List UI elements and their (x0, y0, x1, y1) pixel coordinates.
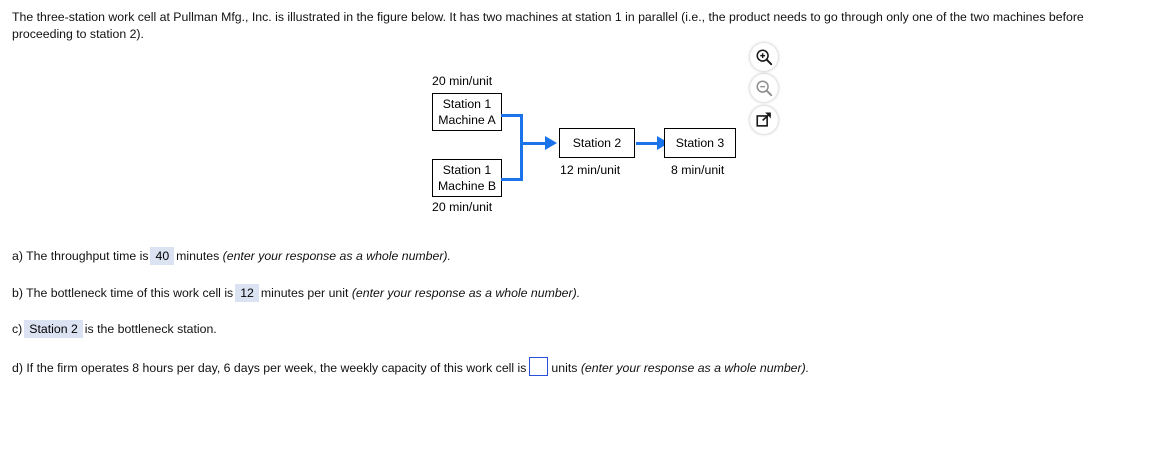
wire-machine-b-stub (501, 178, 523, 181)
station3-time-label: 8 min/unit (671, 163, 725, 177)
answer-a-hint: (enter your response as a whole number). (222, 249, 451, 263)
station1a-box: Station 1 Machine A (432, 93, 502, 131)
station1b-time-label: 20 min/unit (432, 200, 493, 214)
answer-d-hint: (enter your response as a whole number). (580, 361, 810, 375)
station1b-line2: Machine B (437, 179, 497, 193)
answer-d-label: d) If the firm operates 8 hours per day,… (12, 361, 527, 375)
wire-station2-to-station3 (636, 142, 657, 145)
answer-b-after: minutes per unit (260, 286, 349, 300)
answer-d-input[interactable] (529, 357, 549, 376)
arrowhead-to-station2 (545, 136, 557, 150)
zoom-out-icon[interactable] (750, 74, 778, 102)
answer-row-d: d) If the firm operates 8 hours per day,… (12, 357, 809, 377)
answer-c-label: c) (12, 322, 23, 336)
wire-merge-vertical (520, 114, 523, 181)
station1a-line2: Machine A (438, 113, 496, 127)
answer-c-value[interactable]: Station 2 (24, 320, 83, 338)
station1b-box: Station 1 Machine B (432, 159, 502, 197)
problem-statement: The three-station work cell at Pullman M… (12, 10, 1084, 41)
answer-b-value[interactable]: 12 (235, 284, 259, 302)
station2-time-label: 12 min/unit (560, 163, 621, 177)
station1a-line1: Station 1 (442, 97, 492, 111)
answer-row-b: b) The bottleneck time of this work cell… (12, 284, 581, 302)
station1a-time-label: 20 min/unit (432, 74, 493, 88)
station2-box: Station 2 (559, 128, 635, 158)
wire-machine-a-stub (501, 114, 523, 117)
station2-label: Station 2 (572, 136, 622, 150)
answer-a-value[interactable]: 40 (150, 247, 175, 265)
answer-a-label: a) The throughput time is (12, 249, 149, 263)
station3-label: Station 3 (675, 136, 725, 150)
wire-merge-to-station2 (520, 142, 545, 145)
work-cell-diagram: 20 min/unit Station 1 Machine A Station … (0, 0, 1158, 230)
zoom-in-icon[interactable] (750, 43, 778, 71)
answer-b-label: b) The bottleneck time of this work cell… (12, 286, 234, 300)
station1b-line1: Station 1 (442, 163, 492, 177)
pop-out-icon[interactable] (750, 106, 778, 134)
answer-d-after: units (551, 361, 578, 375)
station3-box: Station 3 (664, 128, 736, 158)
answer-b-hint: (enter your response as a whole number). (351, 286, 581, 300)
answer-a-after: minutes (176, 249, 220, 263)
answer-c-after: is the bottleneck station. (84, 322, 217, 336)
